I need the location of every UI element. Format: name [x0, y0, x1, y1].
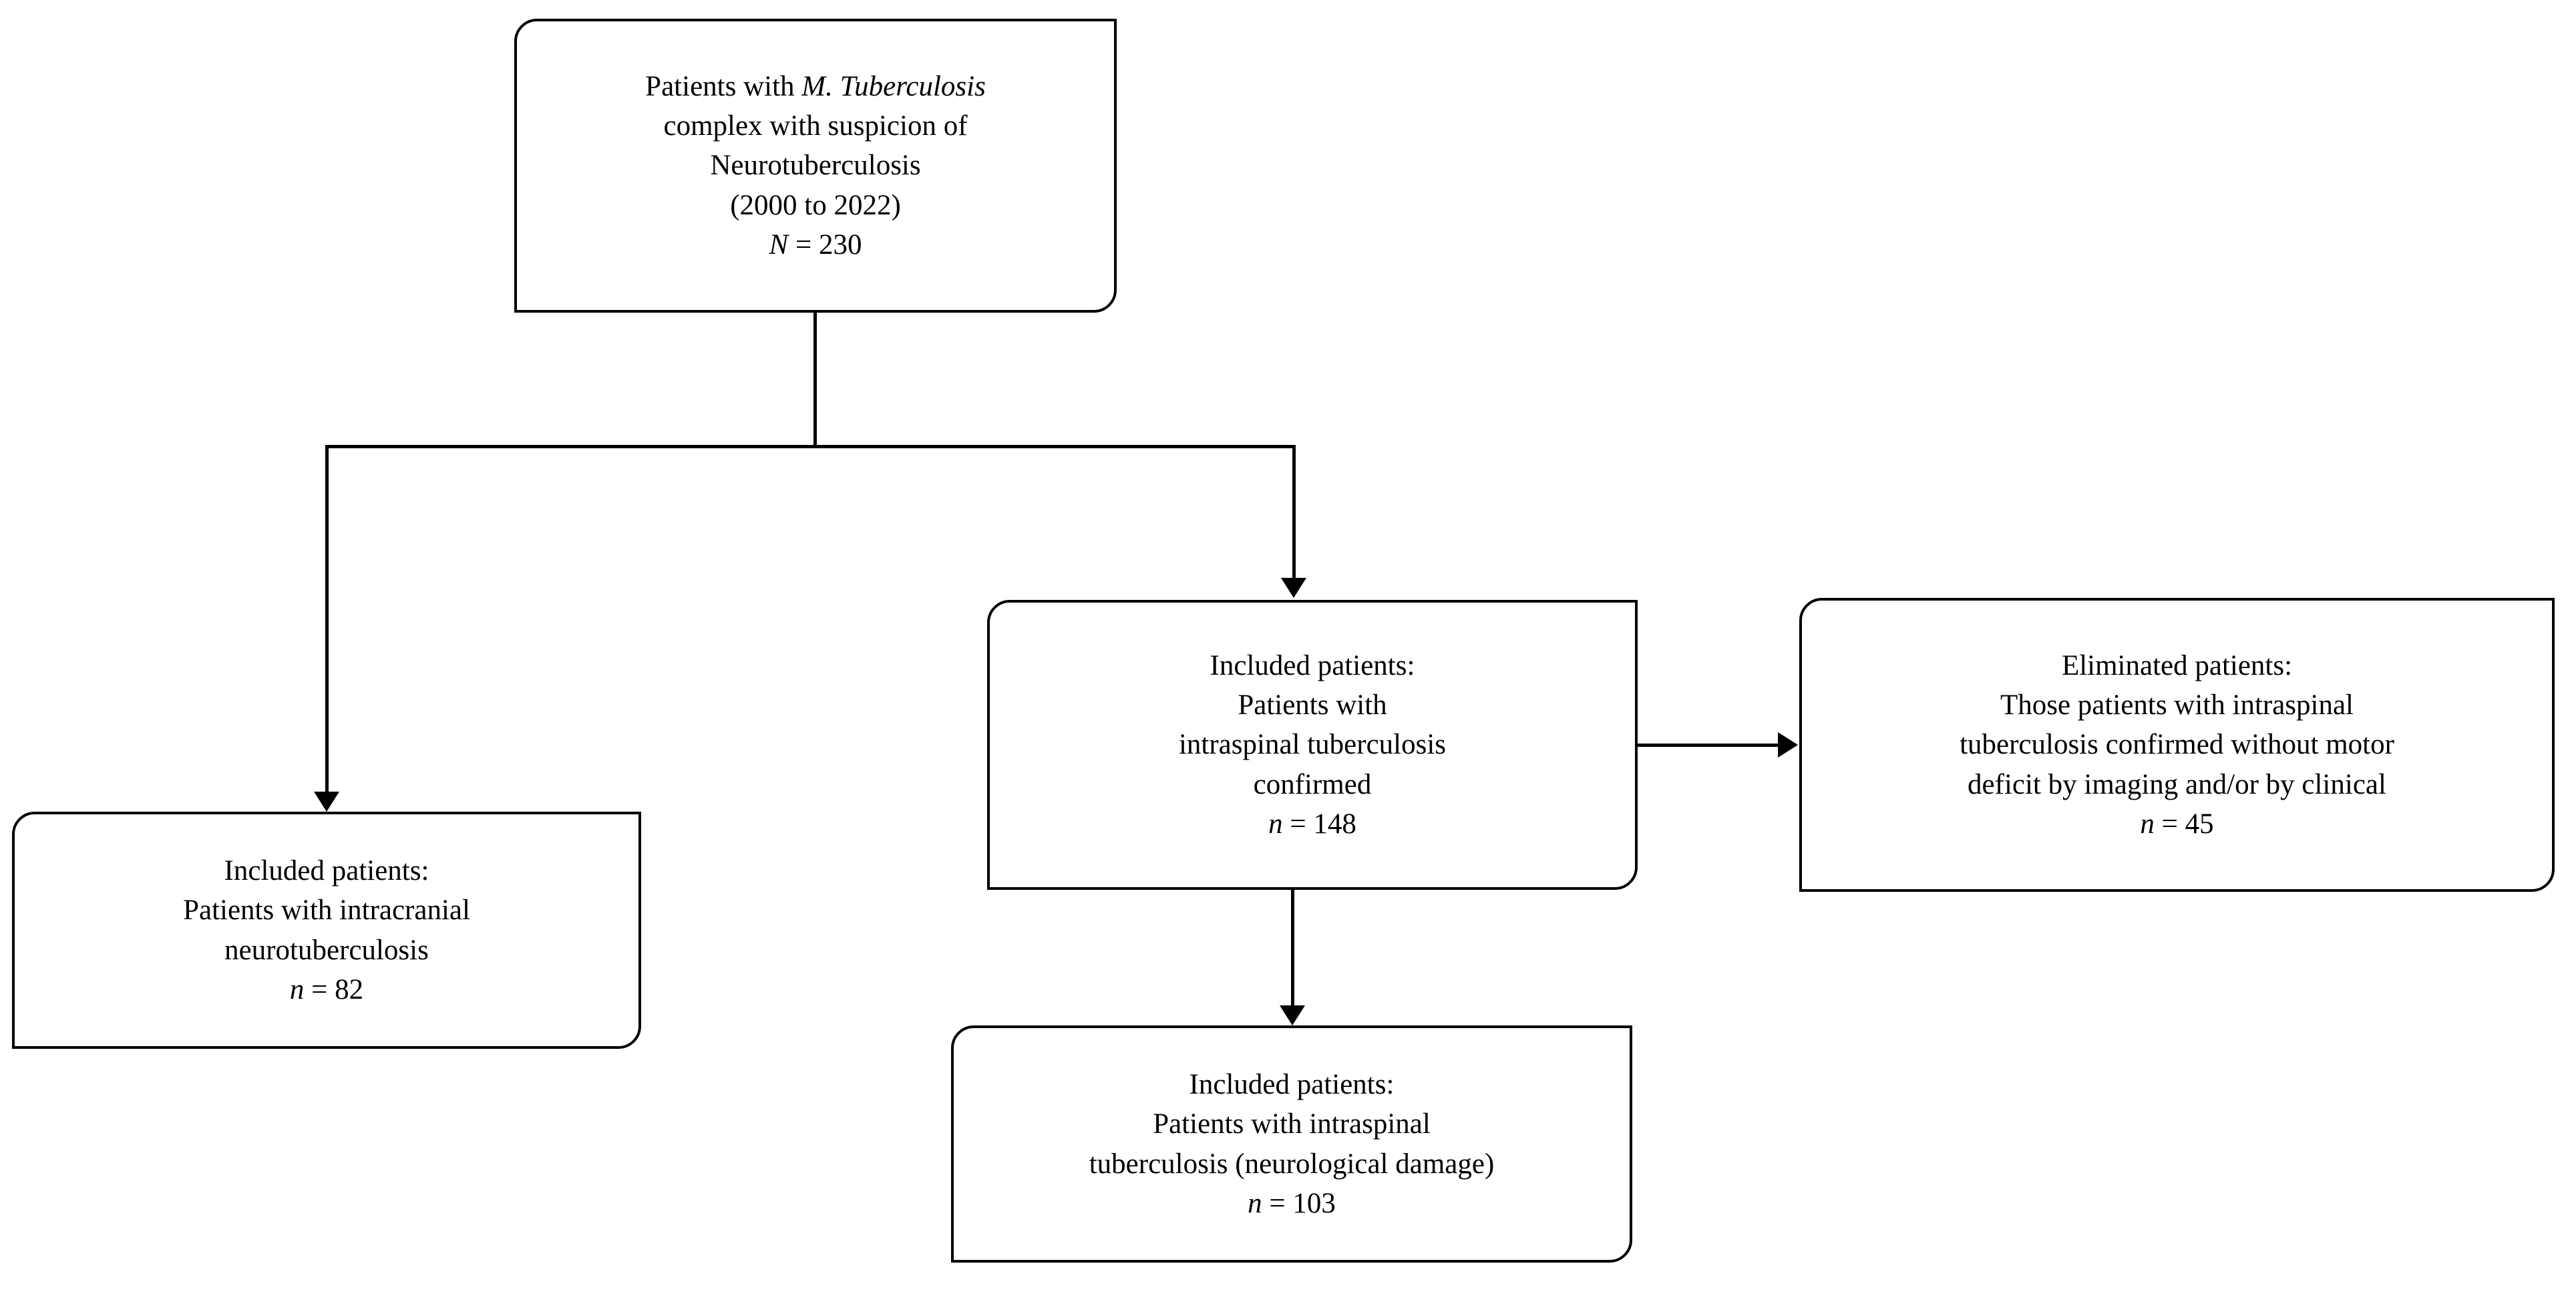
node-eliminated-no-motor-deficit: Eliminated patients: Those patients with… [1799, 598, 2555, 892]
eliminated-line-4: deficit by imaging and/or by clinical [1968, 768, 2386, 800]
edge-to-intracranial-arrowhead [314, 792, 339, 812]
neuro-damage-count: n = 103 [1248, 1184, 1336, 1223]
intracranial-count-symbol: n [289, 973, 305, 1005]
eliminated-line-2: Those patients with intraspinal [2000, 689, 2354, 721]
edge-source-stem [813, 311, 817, 448]
source-line-2: complex with suspicion of [663, 110, 968, 142]
source-count-symbol: N [769, 228, 789, 261]
edge-to-eliminated-arrowhead [1778, 732, 1798, 758]
source-count-value: = 230 [788, 228, 862, 261]
edge-to-intracranial-stem [325, 445, 329, 794]
source-line-4: (2000 to 2022) [730, 189, 901, 221]
intracranial-line-3: neurotuberculosis [224, 934, 429, 966]
eliminated-line-1: Eliminated patients: [2061, 649, 2293, 681]
source-count: N = 230 [769, 225, 862, 265]
intraspinal-count: n = 148 [1268, 804, 1356, 844]
intraspinal-line-1: Included patients: [1210, 649, 1415, 681]
node-included-intraspinal-neuro-damage: Included patients: Patients with intrasp… [951, 1025, 1632, 1263]
intracranial-count-value: = 82 [304, 973, 364, 1005]
intraspinal-count-symbol: n [1268, 808, 1283, 840]
neuro-damage-count-value: = 103 [1262, 1187, 1336, 1219]
source-line-3: Neurotuberculosis [710, 150, 921, 182]
intraspinal-count-value: = 148 [1282, 808, 1356, 840]
node-source-cohort: Patients with M. Tuberculosis complex wi… [514, 19, 1117, 313]
source-line-1: Patients with M. Tuberculosis [645, 67, 986, 106]
edge-to-intraspinal-arrowhead [1281, 578, 1306, 598]
node-included-intraspinal-confirmed: Included patients: Patients with intrasp… [987, 600, 1638, 890]
neuro-damage-line-2: Patients with intraspinal [1153, 1108, 1431, 1140]
intracranial-count: n = 82 [290, 970, 363, 1009]
intracranial-line-2: Patients with intracranial [183, 895, 470, 927]
intracranial-line-1: Included patients: [224, 854, 429, 886]
neuro-damage-line-1: Included patients: [1189, 1068, 1395, 1100]
neuro-damage-count-symbol: n [1248, 1187, 1262, 1219]
source-line-1-italic: M. Tuberculosis [801, 70, 986, 102]
edge-to-intraspinal-stem [1292, 445, 1296, 580]
eliminated-count-value: = 45 [2154, 808, 2214, 840]
source-line-1-plain: Patients with [645, 70, 802, 102]
eliminated-count-symbol: n [2140, 808, 2155, 840]
edge-branch-bar [325, 445, 1296, 448]
eliminated-line-3: tuberculosis confirmed without motor [1960, 729, 2394, 761]
neuro-damage-line-3: tuberculosis (neurological damage) [1089, 1148, 1495, 1180]
intraspinal-line-3: intraspinal tuberculosis [1178, 729, 1447, 761]
edge-to-neuro-damage-stem [1291, 888, 1294, 1009]
intraspinal-line-4: confirmed [1253, 768, 1372, 800]
intraspinal-line-2: Patients with [1238, 689, 1387, 721]
edge-to-eliminated-stem [1638, 744, 1779, 747]
node-included-intracranial: Included patients: Patients with intracr… [12, 812, 641, 1049]
eliminated-count: n = 45 [2140, 804, 2213, 844]
edge-to-neuro-damage-arrowhead [1280, 1005, 1305, 1025]
